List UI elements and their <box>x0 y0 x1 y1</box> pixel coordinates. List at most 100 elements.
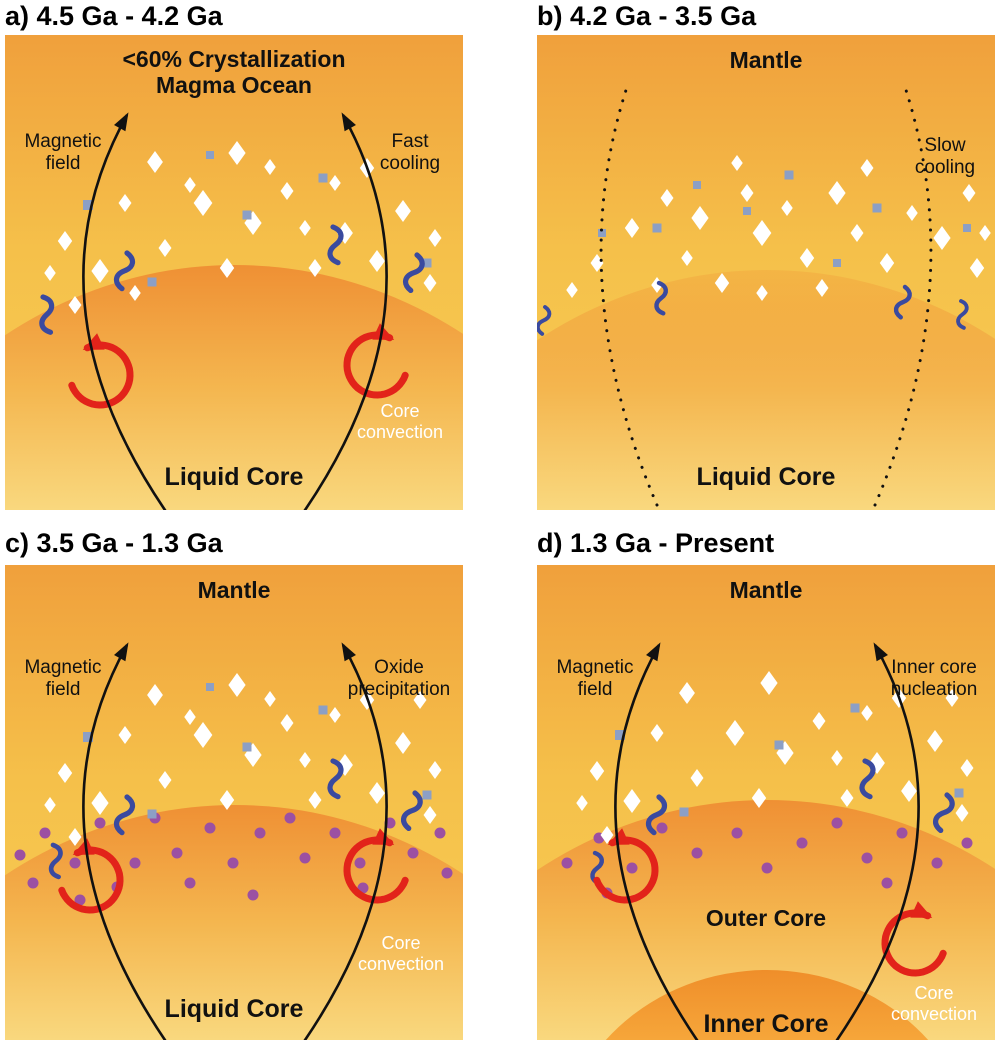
crystal-diamond-icon <box>91 259 109 283</box>
oxide-particle-icon <box>27 877 39 889</box>
crystal-diamond-icon <box>624 218 640 238</box>
crystal-diamond-icon <box>184 709 196 725</box>
crystal-diamond-icon <box>308 259 322 277</box>
oxide-particle-icon <box>204 822 216 834</box>
panel-d-inner-core-nucleation-label: Inner core nucleation <box>890 657 978 700</box>
panel-b-art <box>537 35 995 510</box>
crystal-diamond-icon <box>566 282 578 298</box>
crystal-diamond-icon <box>219 258 235 278</box>
crystal-diamond-icon <box>219 790 235 810</box>
thermal-squiggle-icon <box>859 758 876 800</box>
magnetic-field-line <box>835 644 920 1040</box>
oxide-particle-icon <box>69 857 81 869</box>
crystal-square-icon <box>422 790 432 800</box>
crystal-diamond-icon <box>840 789 854 807</box>
crystal-diamond-icon <box>955 804 969 822</box>
oxide-particle-icon <box>407 847 419 859</box>
crystal-square-icon <box>83 200 93 210</box>
crystal-square-icon <box>652 223 662 233</box>
crystal-diamond-icon <box>57 231 73 251</box>
crystal-diamond-icon <box>600 826 614 844</box>
panel-b-top-label: Mantle <box>729 47 803 73</box>
thermal-squiggle-icon <box>933 792 955 834</box>
crystal-diamond-icon <box>413 691 427 709</box>
panel-c-magnetic-field-label: Magnetic field <box>24 657 102 700</box>
crystal-diamond-icon <box>725 720 745 746</box>
crystal-diamond-icon <box>147 151 163 173</box>
oxide-particle-icon <box>761 862 773 874</box>
panel-c-heading: c) 3.5 Ga - 1.3 Ga <box>5 528 223 558</box>
crystal-diamond-icon <box>901 780 917 802</box>
crystal-diamond-icon <box>691 206 709 230</box>
crystal-square-icon <box>147 809 157 819</box>
convection-arrowhead-icon <box>72 838 95 855</box>
panel-c-art <box>5 565 463 1040</box>
panel-d-magnetic-field-label: Magnetic field <box>556 657 634 700</box>
crystal-diamond-icon <box>906 205 918 221</box>
panel-b-heading: b) 4.2 Ga - 3.5 Ga <box>537 1 757 31</box>
crystal-square-icon <box>242 742 252 752</box>
convection-arrow-icon <box>58 846 124 914</box>
oxide-particle-icon <box>94 817 106 829</box>
crystal-diamond-icon <box>590 254 604 272</box>
crystal-diamond-icon <box>879 253 895 273</box>
crystal-diamond-icon <box>280 182 294 200</box>
crystal-square-icon <box>318 705 328 715</box>
panel-a-liquid-core-label: Liquid Core <box>164 463 304 491</box>
crystal-diamond-icon <box>118 194 132 212</box>
magnetic-field-line <box>303 644 388 1040</box>
panel-b-liquid-core-label: Liquid Core <box>696 463 836 491</box>
crystal-square-icon <box>872 203 882 213</box>
thermal-squiggle-icon <box>113 794 136 836</box>
crystal-diamond-icon <box>57 763 73 783</box>
crystal-diamond-icon <box>861 705 873 721</box>
crystal-square-icon <box>784 170 794 180</box>
crystal-diamond-icon <box>828 181 846 205</box>
crystal-diamond-icon <box>147 684 163 706</box>
thermal-squiggle-icon <box>654 280 668 316</box>
oxide-particle-icon <box>247 889 259 901</box>
crystal-diamond-icon <box>337 222 353 244</box>
crystal-square-icon <box>598 229 606 237</box>
oxide-particle-icon <box>961 837 973 849</box>
crystal-square-icon <box>774 740 784 750</box>
crystal-diamond-icon <box>589 761 605 781</box>
crystal-diamond-icon <box>781 200 793 216</box>
crystal-diamond-icon <box>395 200 411 222</box>
crystal-diamond-icon <box>428 229 442 247</box>
oxide-particle-icon <box>626 862 638 874</box>
panel-d-heading: d) 1.3 Ga - Present <box>537 528 775 558</box>
crystal-diamond-icon <box>756 285 768 301</box>
oxide-particle-icon <box>691 847 703 859</box>
convection-arrow-icon <box>593 836 659 904</box>
crystal-diamond-icon <box>681 250 693 266</box>
crystal-diamond-icon <box>776 741 794 765</box>
convection-arrow-icon <box>881 909 947 977</box>
crystal-square-icon <box>422 258 432 268</box>
liquid-core-region <box>5 265 463 510</box>
oxide-particle-icon <box>861 852 873 864</box>
panel-d-art <box>537 565 995 1040</box>
crystal-diamond-icon <box>731 155 743 171</box>
oxide-particle-icon <box>896 827 908 839</box>
crystal-square-icon <box>615 730 625 740</box>
panel-d-core-convection-label: Core convection <box>890 983 978 1024</box>
crystal-diamond-icon <box>979 225 991 241</box>
panel-d-outer-core-label: Outer Core <box>705 905 827 931</box>
oxide-particle-icon <box>184 877 196 889</box>
crystal-diamond-icon <box>299 752 311 768</box>
oxide-particle-icon <box>561 857 573 869</box>
crystal-square-icon <box>318 173 328 183</box>
crystal-diamond-icon <box>280 714 294 732</box>
thermal-squiggle-icon <box>48 842 63 880</box>
thermal-squiggle-icon <box>401 790 423 832</box>
thermal-squiggle-icon <box>403 252 425 294</box>
thermal-squiggle-icon <box>39 294 55 335</box>
crystal-diamond-icon <box>44 797 56 813</box>
oxide-particle-icon <box>354 857 366 869</box>
crystal-diamond-icon <box>44 265 56 281</box>
panel-a-fast-cooling-label: Fast cooling <box>379 131 441 174</box>
thermal-squiggle-icon <box>893 284 912 320</box>
crystal-square-icon <box>833 259 841 267</box>
panel-b-slow-cooling-label: Slow cooling <box>914 135 976 178</box>
